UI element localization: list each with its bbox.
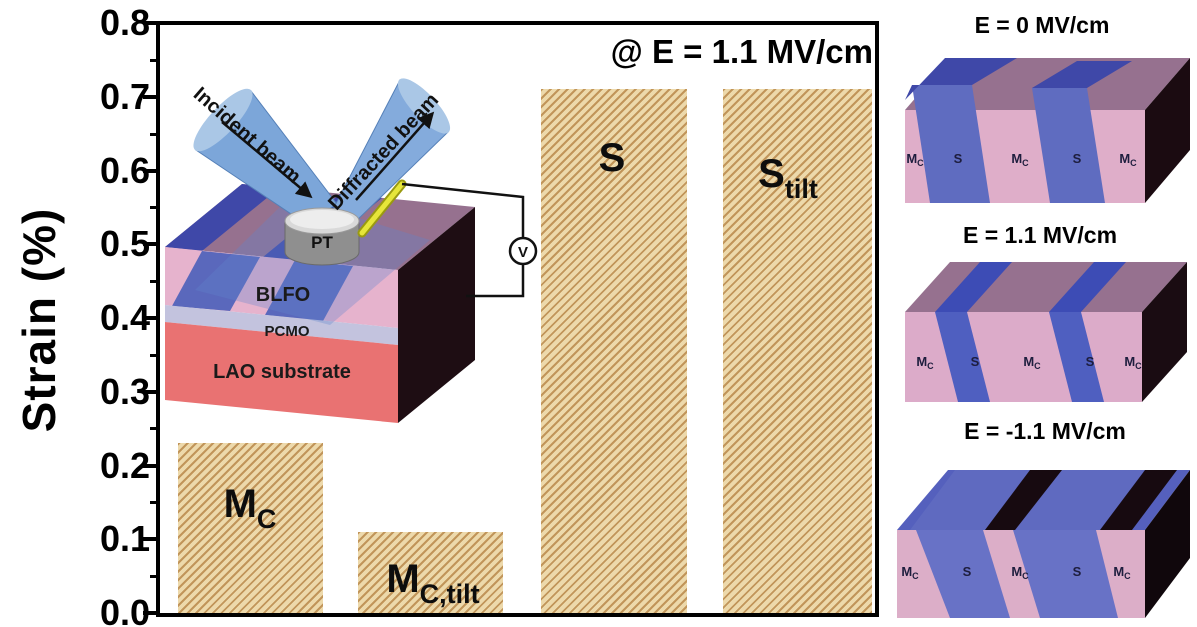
layer-label-blfo: BLFO (256, 284, 310, 306)
bar-s (541, 89, 687, 613)
svg-text:MC: MC (1011, 151, 1029, 168)
bar-label-mc-tilt: MC,tilt (386, 557, 480, 609)
panel2-block: MC S MC S MC (905, 262, 1187, 402)
y-tick-label: 0.3 (99, 371, 150, 412)
y-tick-label: 0.0 (99, 592, 150, 627)
panel3-title: E = -1.1 MV/cm (964, 418, 1126, 444)
y-tick-label: 0.5 (99, 223, 150, 264)
svg-text:MC: MC (901, 564, 919, 581)
electrode-label: PT (311, 233, 333, 252)
probe-needle (357, 179, 407, 238)
y-tick-label: 0.8 (99, 2, 150, 43)
svg-text:S: S (1086, 354, 1095, 369)
svg-text:MC: MC (1023, 354, 1041, 371)
minor-tick (150, 501, 160, 504)
voltmeter-label: V (518, 244, 528, 261)
svg-text:MC: MC (916, 354, 934, 371)
svg-text:S: S (963, 564, 972, 579)
panel3-block: MC S MC S MC (897, 470, 1190, 618)
y-tick-label: 0.2 (99, 445, 150, 486)
minor-tick (150, 354, 160, 357)
major-tick (143, 537, 160, 541)
minor-tick (150, 59, 160, 62)
y-tick-label: 0.4 (99, 297, 150, 338)
svg-text:S: S (1073, 564, 1082, 579)
bar-label-s-tilt: Stilt (758, 152, 818, 204)
svg-text:S: S (971, 354, 980, 369)
major-tick (143, 390, 160, 394)
bar-mc (178, 443, 323, 613)
voltmeter-icon (508, 236, 538, 266)
panel1-block: MC S MC S MC (905, 58, 1190, 203)
major-tick (143, 464, 160, 468)
minor-tick (150, 206, 160, 209)
y-tick-label: 0.7 (99, 76, 150, 117)
diffracted-beam-arrow (355, 111, 435, 201)
minor-tick (150, 280, 160, 283)
layer-label-pcmo: PCMO (265, 323, 310, 340)
major-tick (143, 316, 160, 320)
sample-block (165, 184, 475, 423)
minor-tick (150, 575, 160, 578)
major-tick (143, 169, 160, 173)
layer-label-lao: LAO substrate (213, 361, 351, 383)
inset-schematic: PT V Incident beam Diffracted beam BLFO … (165, 78, 538, 423)
major-tick (143, 21, 160, 25)
svg-text:MC: MC (1011, 564, 1029, 581)
minor-tick (150, 133, 160, 136)
bar-label-s: S (598, 136, 626, 180)
svg-text:MC: MC (1119, 151, 1137, 168)
pt-electrode: PT (284, 207, 360, 266)
bar-label-mc: MC (223, 482, 277, 534)
svg-text:S: S (954, 151, 963, 166)
panel1-title: E = 0 MV/cm (974, 12, 1110, 38)
y-tick-label: 0.6 (99, 150, 150, 191)
svg-text:MC: MC (1113, 564, 1131, 581)
major-tick (143, 95, 160, 99)
bar-s-tilt (723, 89, 872, 613)
y-tick-label: 0.1 (99, 518, 150, 559)
incident-beam-arrow (221, 121, 313, 199)
minor-tick (150, 427, 160, 430)
svg-text:S: S (1073, 151, 1082, 166)
svg-text:MC: MC (906, 151, 924, 168)
major-tick (143, 611, 160, 615)
major-tick (143, 242, 160, 246)
panel2-title: E = 1.1 MV/cm (962, 222, 1118, 248)
field-annotation: @ E = 1.1 MV/cm (610, 33, 873, 70)
voltmeter-circuit: V (401, 182, 538, 298)
bar-mc-tilt (358, 532, 503, 613)
svg-text:MC: MC (1124, 354, 1142, 371)
